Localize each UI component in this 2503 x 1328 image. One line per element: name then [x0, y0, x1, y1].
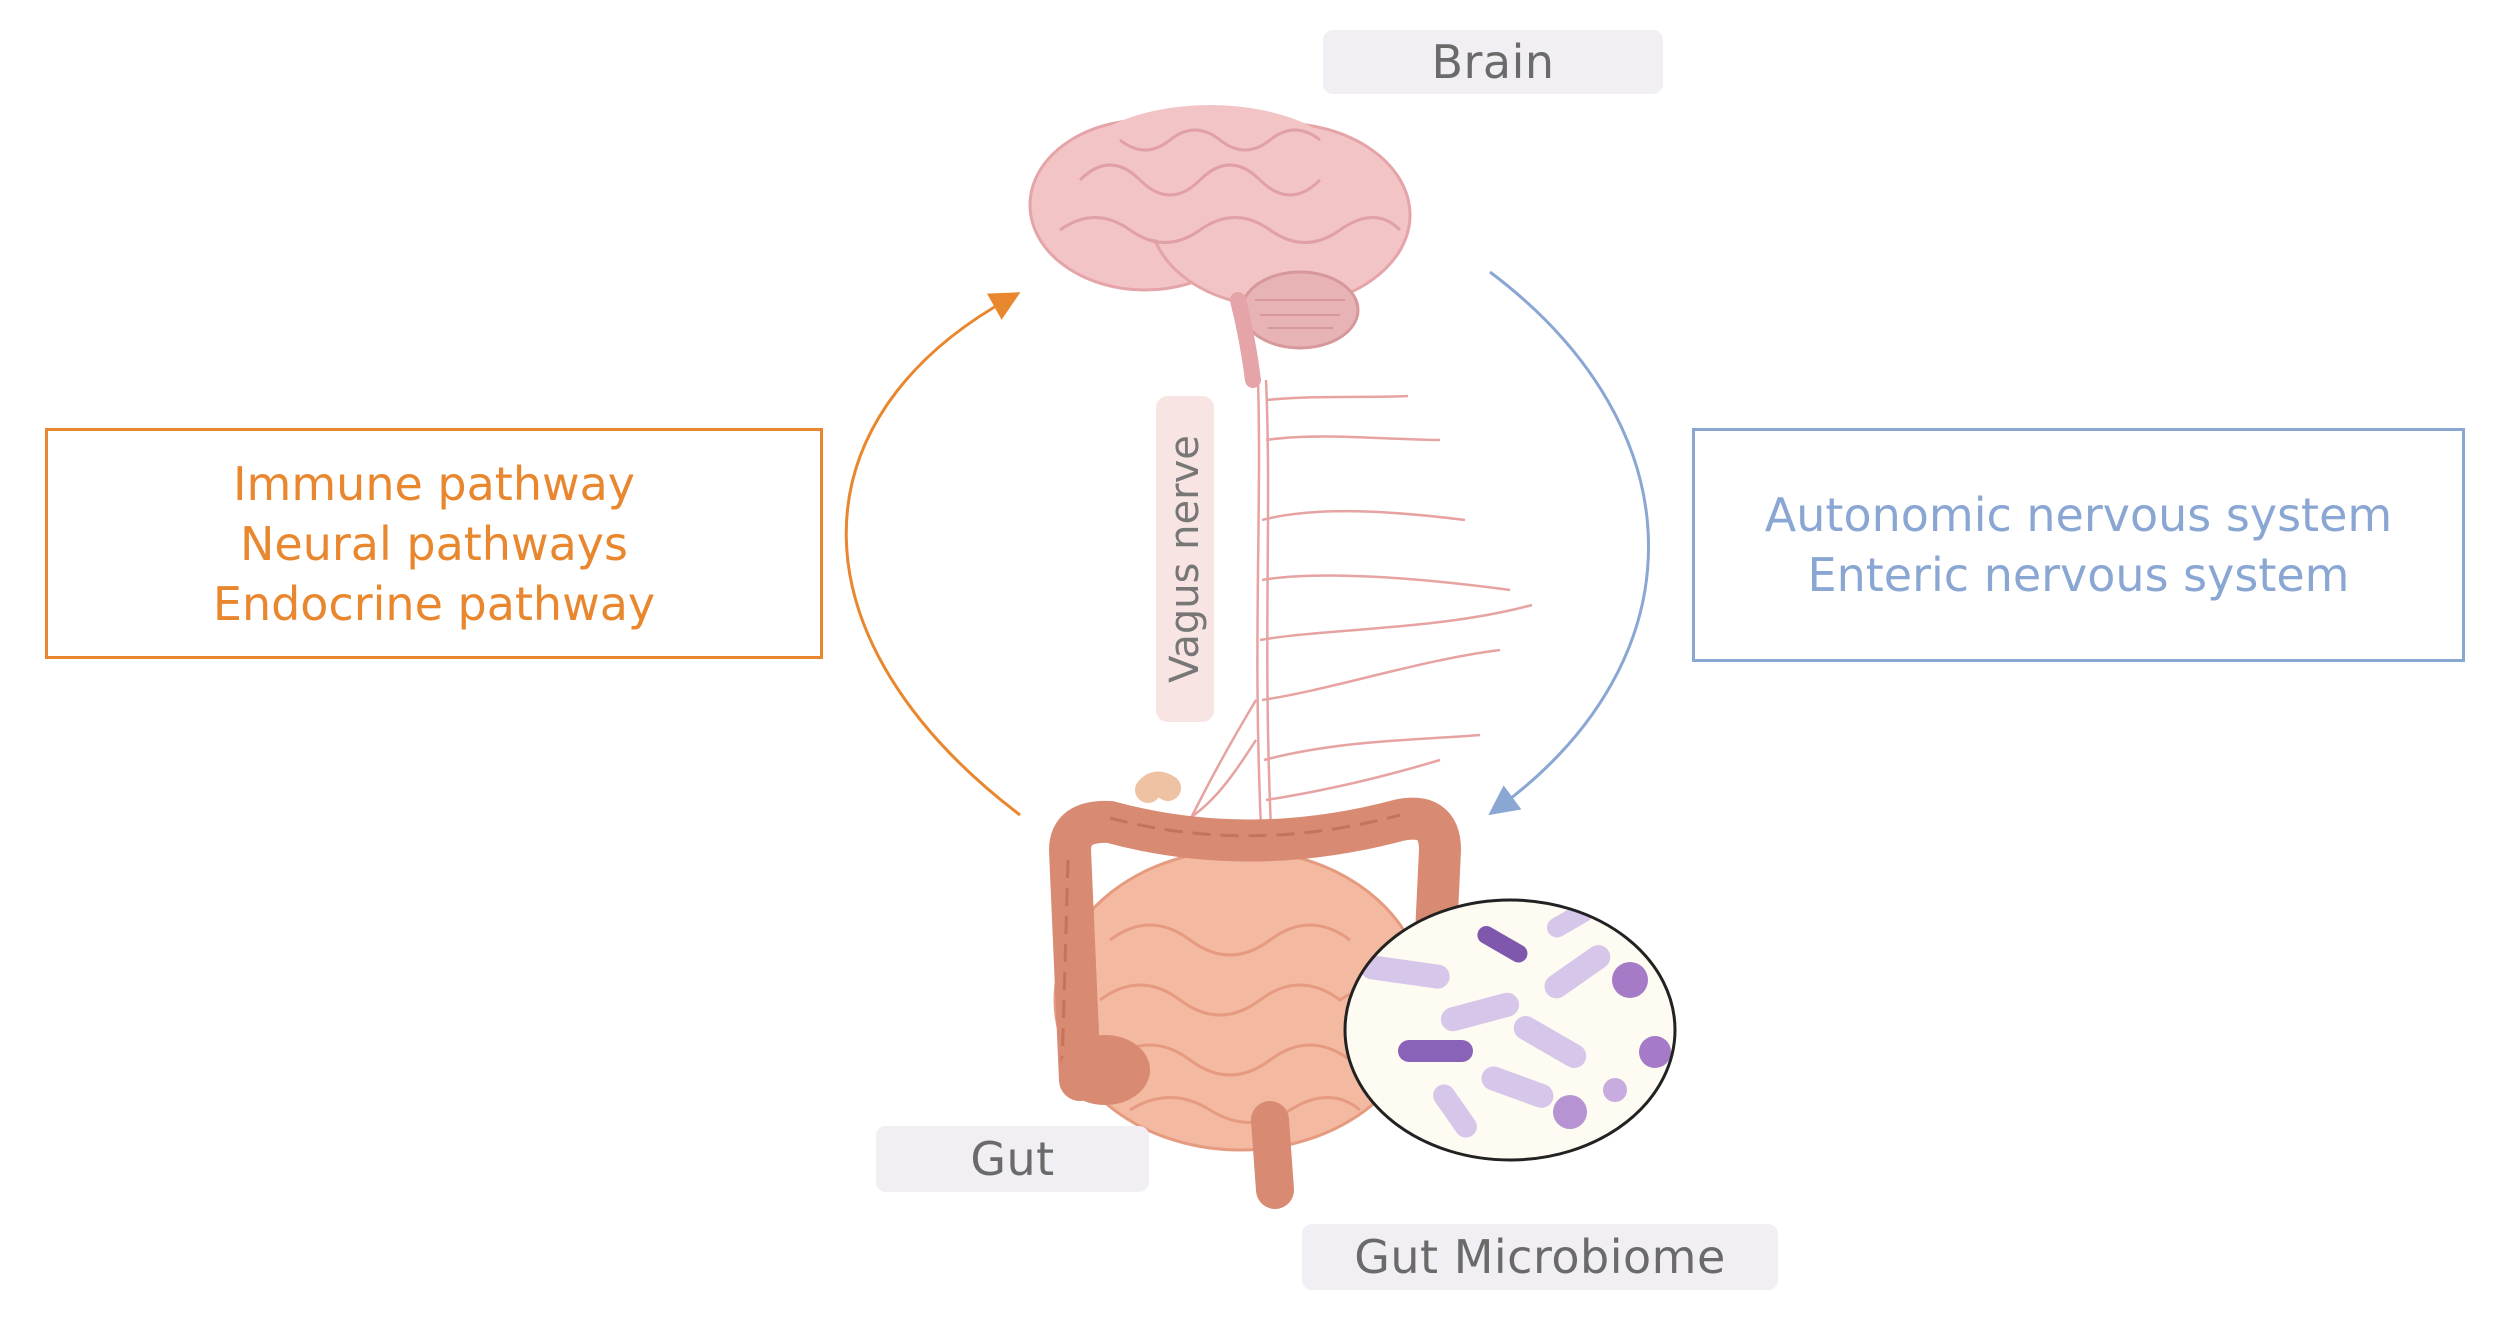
endocrine-pathway-text: Endocrine pathway [212, 576, 656, 631]
vagus-nerve-label: Vagus nerve [1162, 435, 1208, 683]
gut-label: Gut [876, 1126, 1149, 1192]
gut-to-brain-pathways-box: Immune pathway Neural pathways Endocrine… [45, 428, 823, 659]
autonomic-nervous-system-text: Autonomic nervous system [1764, 488, 2393, 542]
brain-icon [1028, 105, 1412, 388]
brain-to-gut-arrow [1488, 270, 1650, 816]
enteric-nervous-system-text: Enteric nervous system [1807, 548, 2350, 602]
neural-pathways-text: Neural pathways [240, 516, 628, 571]
brain-label: Brain [1323, 30, 1663, 94]
vagus-nerve-label-bg [1156, 396, 1214, 722]
gut-to-brain-arrow [844, 292, 1021, 817]
brain-to-gut-pathways-box: Autonomic nervous system Enteric nervous… [1692, 428, 2465, 662]
microbiome-icon [1343, 898, 1677, 1162]
immune-pathway-text: Immune pathway [232, 456, 636, 511]
nerve-icon [1169, 379, 1533, 851]
gut-microbiome-label: Gut Microbiome [1302, 1224, 1778, 1290]
